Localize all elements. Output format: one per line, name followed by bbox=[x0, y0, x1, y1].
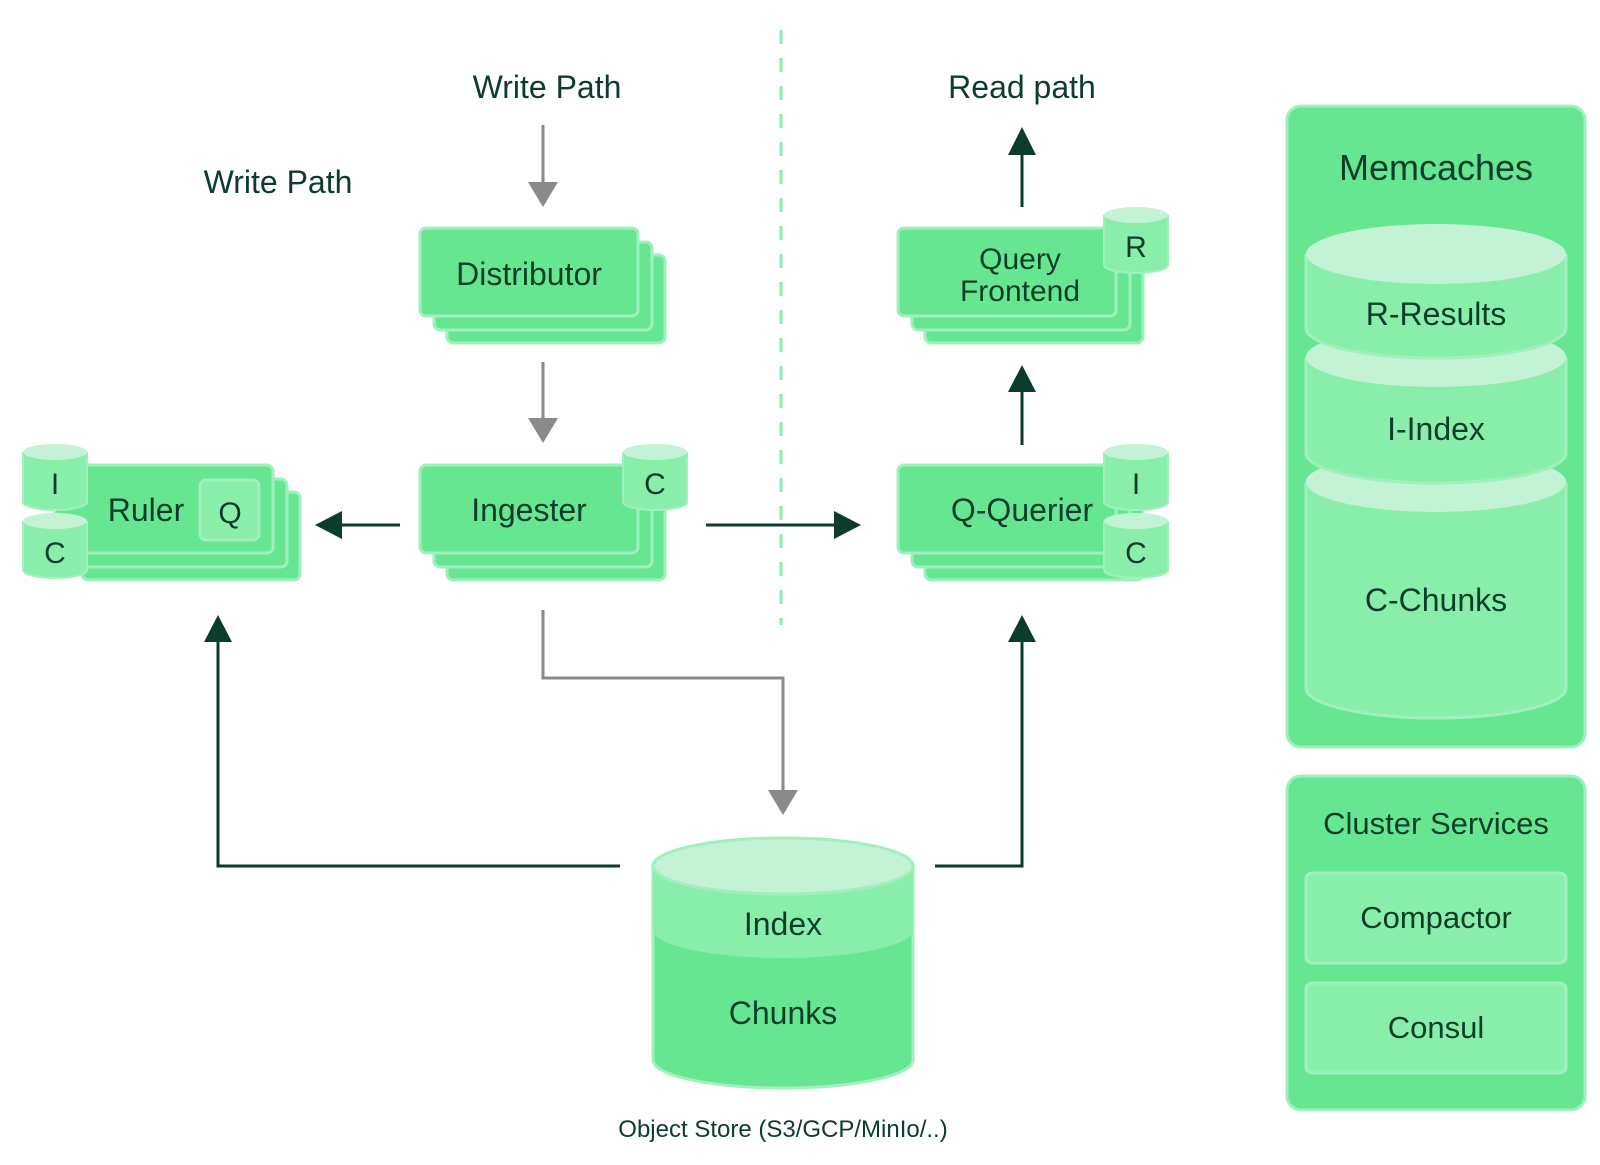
write-arrow-to-ingester bbox=[528, 362, 558, 443]
query-frontend-results-cache-icon: R bbox=[1103, 207, 1169, 274]
read-path-label: Read path bbox=[948, 69, 1096, 105]
cluster-services-panel: Cluster Services Compactor Consul bbox=[1285, 774, 1587, 1112]
ingester-chunks-cache-icon: C bbox=[622, 444, 688, 511]
memcache-item-label: R-Results bbox=[1366, 296, 1506, 332]
memcache-results-cylinder: R-Results bbox=[1304, 224, 1568, 360]
ingester-box: Ingester bbox=[418, 463, 667, 582]
arrow-store-to-querier bbox=[935, 615, 1036, 868]
cluster-services-title: Cluster Services bbox=[1323, 806, 1549, 841]
ingester-cache-label: C bbox=[644, 468, 666, 501]
object-store-index-label: Index bbox=[744, 906, 822, 942]
ruler-index-cache-label: I bbox=[51, 468, 59, 501]
write-path-top-label: Write Path bbox=[473, 69, 622, 105]
query-frontend-label-line2: Frontend bbox=[960, 275, 1080, 308]
write-arrow-to-object-store bbox=[541, 610, 798, 815]
querier-chunks-cache-icon: C bbox=[1103, 513, 1169, 579]
memcaches-panel: Memcaches C-Chunks I-Index R-Results bbox=[1285, 104, 1587, 749]
arrow-querier-to-frontend bbox=[1008, 365, 1036, 445]
memcache-chunks-cylinder: C-Chunks bbox=[1304, 452, 1568, 720]
distributor-box: Distributor bbox=[418, 226, 667, 345]
cluster-service-label: Consul bbox=[1388, 1010, 1485, 1045]
query-frontend-cache-label: R bbox=[1125, 231, 1147, 264]
ruler-index-cache-icon: I bbox=[22, 444, 88, 511]
ruler-label: Ruler bbox=[108, 492, 185, 528]
object-store-caption: Object Store (S3/GCP/MinIo/..) bbox=[618, 1116, 947, 1143]
querier-index-cache-icon: I bbox=[1103, 444, 1169, 511]
arrow-ingester-to-ruler bbox=[315, 511, 400, 539]
arrow-frontend-to-read-path bbox=[1008, 127, 1036, 207]
querier-box: Q-Querier bbox=[896, 463, 1145, 582]
write-path-left-label: Write Path bbox=[204, 164, 353, 200]
querier-index-cache-label: I bbox=[1132, 468, 1140, 501]
memcaches-title: Memcaches bbox=[1339, 147, 1533, 188]
query-frontend-box: Query Frontend bbox=[896, 226, 1145, 345]
cluster-service-label: Compactor bbox=[1360, 900, 1512, 935]
write-arrow-to-distributor bbox=[528, 125, 558, 207]
ruler-query-box bbox=[198, 478, 261, 542]
memcache-item-label: I-Index bbox=[1387, 411, 1485, 447]
querier-label: Q-Querier bbox=[951, 492, 1094, 528]
ruler-box: Ruler Q bbox=[53, 463, 302, 582]
querier-chunks-cache-label: C bbox=[1125, 537, 1147, 570]
ruler-chunks-cache-icon: C bbox=[22, 513, 88, 579]
object-store-chunks-label: Chunks bbox=[729, 995, 838, 1031]
query-frontend-label-line1: Query bbox=[979, 243, 1061, 276]
consul-box bbox=[1304, 981, 1568, 1075]
object-store-cylinder: Index Chunks bbox=[651, 836, 915, 1090]
arrow-store-to-ruler bbox=[204, 615, 620, 868]
arrow-ingester-to-querier bbox=[706, 511, 861, 539]
ruler-chunks-cache-label: C bbox=[44, 537, 66, 570]
ingester-label: Ingester bbox=[471, 492, 587, 528]
memcache-item-label: C-Chunks bbox=[1365, 582, 1507, 618]
compactor-box bbox=[1304, 871, 1568, 965]
distributor-label: Distributor bbox=[456, 256, 602, 292]
ruler-query-label: Q bbox=[218, 497, 241, 530]
